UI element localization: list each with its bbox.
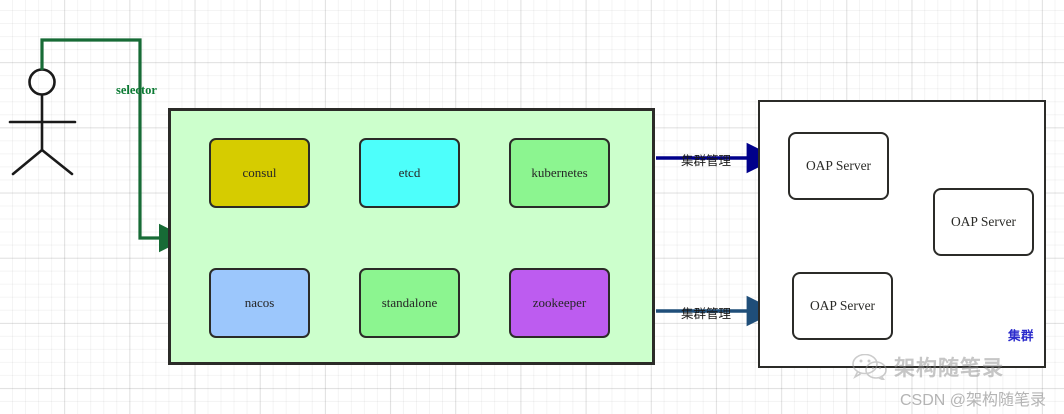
oap-server-box-3[interactable]: OAP Server (792, 272, 893, 340)
service-box-etcd[interactable]: etcd (359, 138, 460, 208)
service-box-label: zookeeper (532, 295, 587, 310)
service-box-zookeeper[interactable]: zookeeper (509, 268, 610, 338)
csdn-watermark-text: CSDN @架构随笔录 (900, 392, 1047, 409)
actor-head-icon (28, 68, 56, 96)
service-box-label: nacos (244, 295, 275, 310)
wechat-watermark-text: 架构随笔录 (894, 357, 1004, 380)
cluster-management-label-bottom: 集群管理 (681, 307, 732, 321)
oap-server-label: OAP Server (805, 158, 872, 173)
cluster-label: 集群 (1007, 329, 1034, 343)
service-box-label: etcd (398, 165, 421, 180)
service-box-label: consul (242, 165, 277, 180)
actor-left-leg-icon (11, 148, 44, 176)
service-box-kubernetes[interactable]: kubernetes (509, 138, 610, 208)
wechat-icon (852, 354, 887, 380)
actor-right-leg-icon (40, 148, 74, 176)
service-box-label: kubernetes (531, 165, 588, 180)
oap-server-box-1[interactable]: OAP Server (788, 132, 889, 200)
registry-center-container: consul etcd kubernetes nacos standalone … (168, 108, 655, 365)
oap-server-label: OAP Server (950, 214, 1017, 229)
service-box-consul[interactable]: consul (209, 138, 310, 208)
service-box-label: standalone (381, 295, 438, 310)
oap-server-label: OAP Server (809, 298, 876, 313)
service-box-nacos[interactable]: nacos (209, 268, 310, 338)
selector-label: selector (116, 83, 157, 97)
user-actor-icon (8, 68, 77, 176)
oap-cluster-container: OAP Server OAP Server OAP Server 集群 (758, 100, 1046, 368)
service-box-standalone[interactable]: standalone (359, 268, 460, 338)
selector-connector (40, 38, 188, 253)
oap-server-box-2[interactable]: OAP Server (933, 188, 1034, 256)
wechat-watermark: 架构随笔录 (852, 352, 1004, 382)
cluster-management-label-top: 集群管理 (681, 154, 732, 168)
